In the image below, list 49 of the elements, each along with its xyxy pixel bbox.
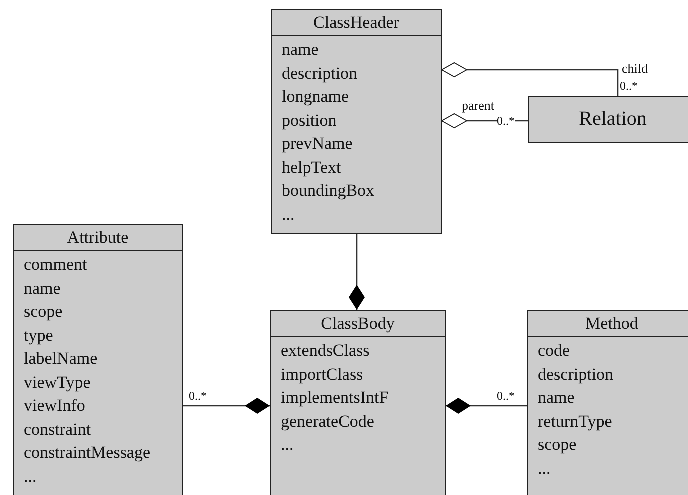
class-box	[528, 96, 688, 143]
attribute-text: implementsIntF	[281, 387, 389, 409]
attribute-text: position	[282, 110, 337, 132]
class-name: Method	[586, 315, 638, 332]
association-line	[446, 398, 527, 414]
class-name: Attribute	[67, 229, 129, 246]
class-name: Relation	[579, 107, 647, 132]
attribute-text: generateCode	[281, 410, 374, 433]
multiplicity-label: 0..*	[497, 115, 515, 127]
attribute-text: comment	[24, 254, 88, 276]
attribute-text: viewType	[24, 372, 91, 394]
association-line	[442, 62, 619, 96]
class-box	[271, 9, 442, 234]
attribute-text: code	[538, 340, 570, 362]
attribute-text: ...	[24, 466, 37, 488]
attribute-text: labelName	[24, 348, 98, 370]
attribute-text: ...	[282, 204, 295, 226]
attribute-text: description	[538, 364, 614, 386]
attribute-text: viewInfo	[24, 395, 86, 417]
class-box	[527, 310, 688, 495]
multiplicity-label: 0..*	[620, 80, 638, 92]
attribute-text: prevName	[282, 133, 353, 155]
attribute-text: ...	[538, 458, 551, 480]
attribute-text: description	[282, 62, 358, 85]
attribute-text: name	[24, 278, 61, 300]
association-line	[183, 398, 270, 414]
association-line	[349, 234, 365, 310]
class-box	[13, 224, 183, 495]
attribute-text: scope	[538, 434, 577, 456]
attribute-text: name	[282, 39, 319, 61]
attribute-text: scope	[24, 301, 63, 323]
attribute-text: boundingBox	[282, 180, 375, 202]
attribute-text: helpText	[282, 156, 342, 179]
multiplicity-label: 0..*	[497, 390, 515, 402]
attribute-text: constraintMessage	[24, 442, 151, 464]
role-label: child	[622, 62, 648, 75]
class-box	[270, 310, 446, 495]
attribute-text: name	[538, 387, 575, 409]
attribute-text: ...	[281, 434, 294, 456]
association-line	[442, 114, 528, 128]
multiplicity-label: 0..*	[189, 390, 207, 402]
attribute-text: type	[24, 324, 54, 347]
attribute-text: constraint	[24, 418, 92, 440]
class-name: ClassBody	[321, 315, 395, 332]
attribute-text: returnType	[538, 410, 612, 433]
attribute-text: extendsClass	[281, 340, 370, 362]
attribute-text: importClass	[281, 364, 364, 386]
attribute-text: longname	[282, 86, 350, 108]
class-name: ClassHeader	[314, 14, 400, 31]
